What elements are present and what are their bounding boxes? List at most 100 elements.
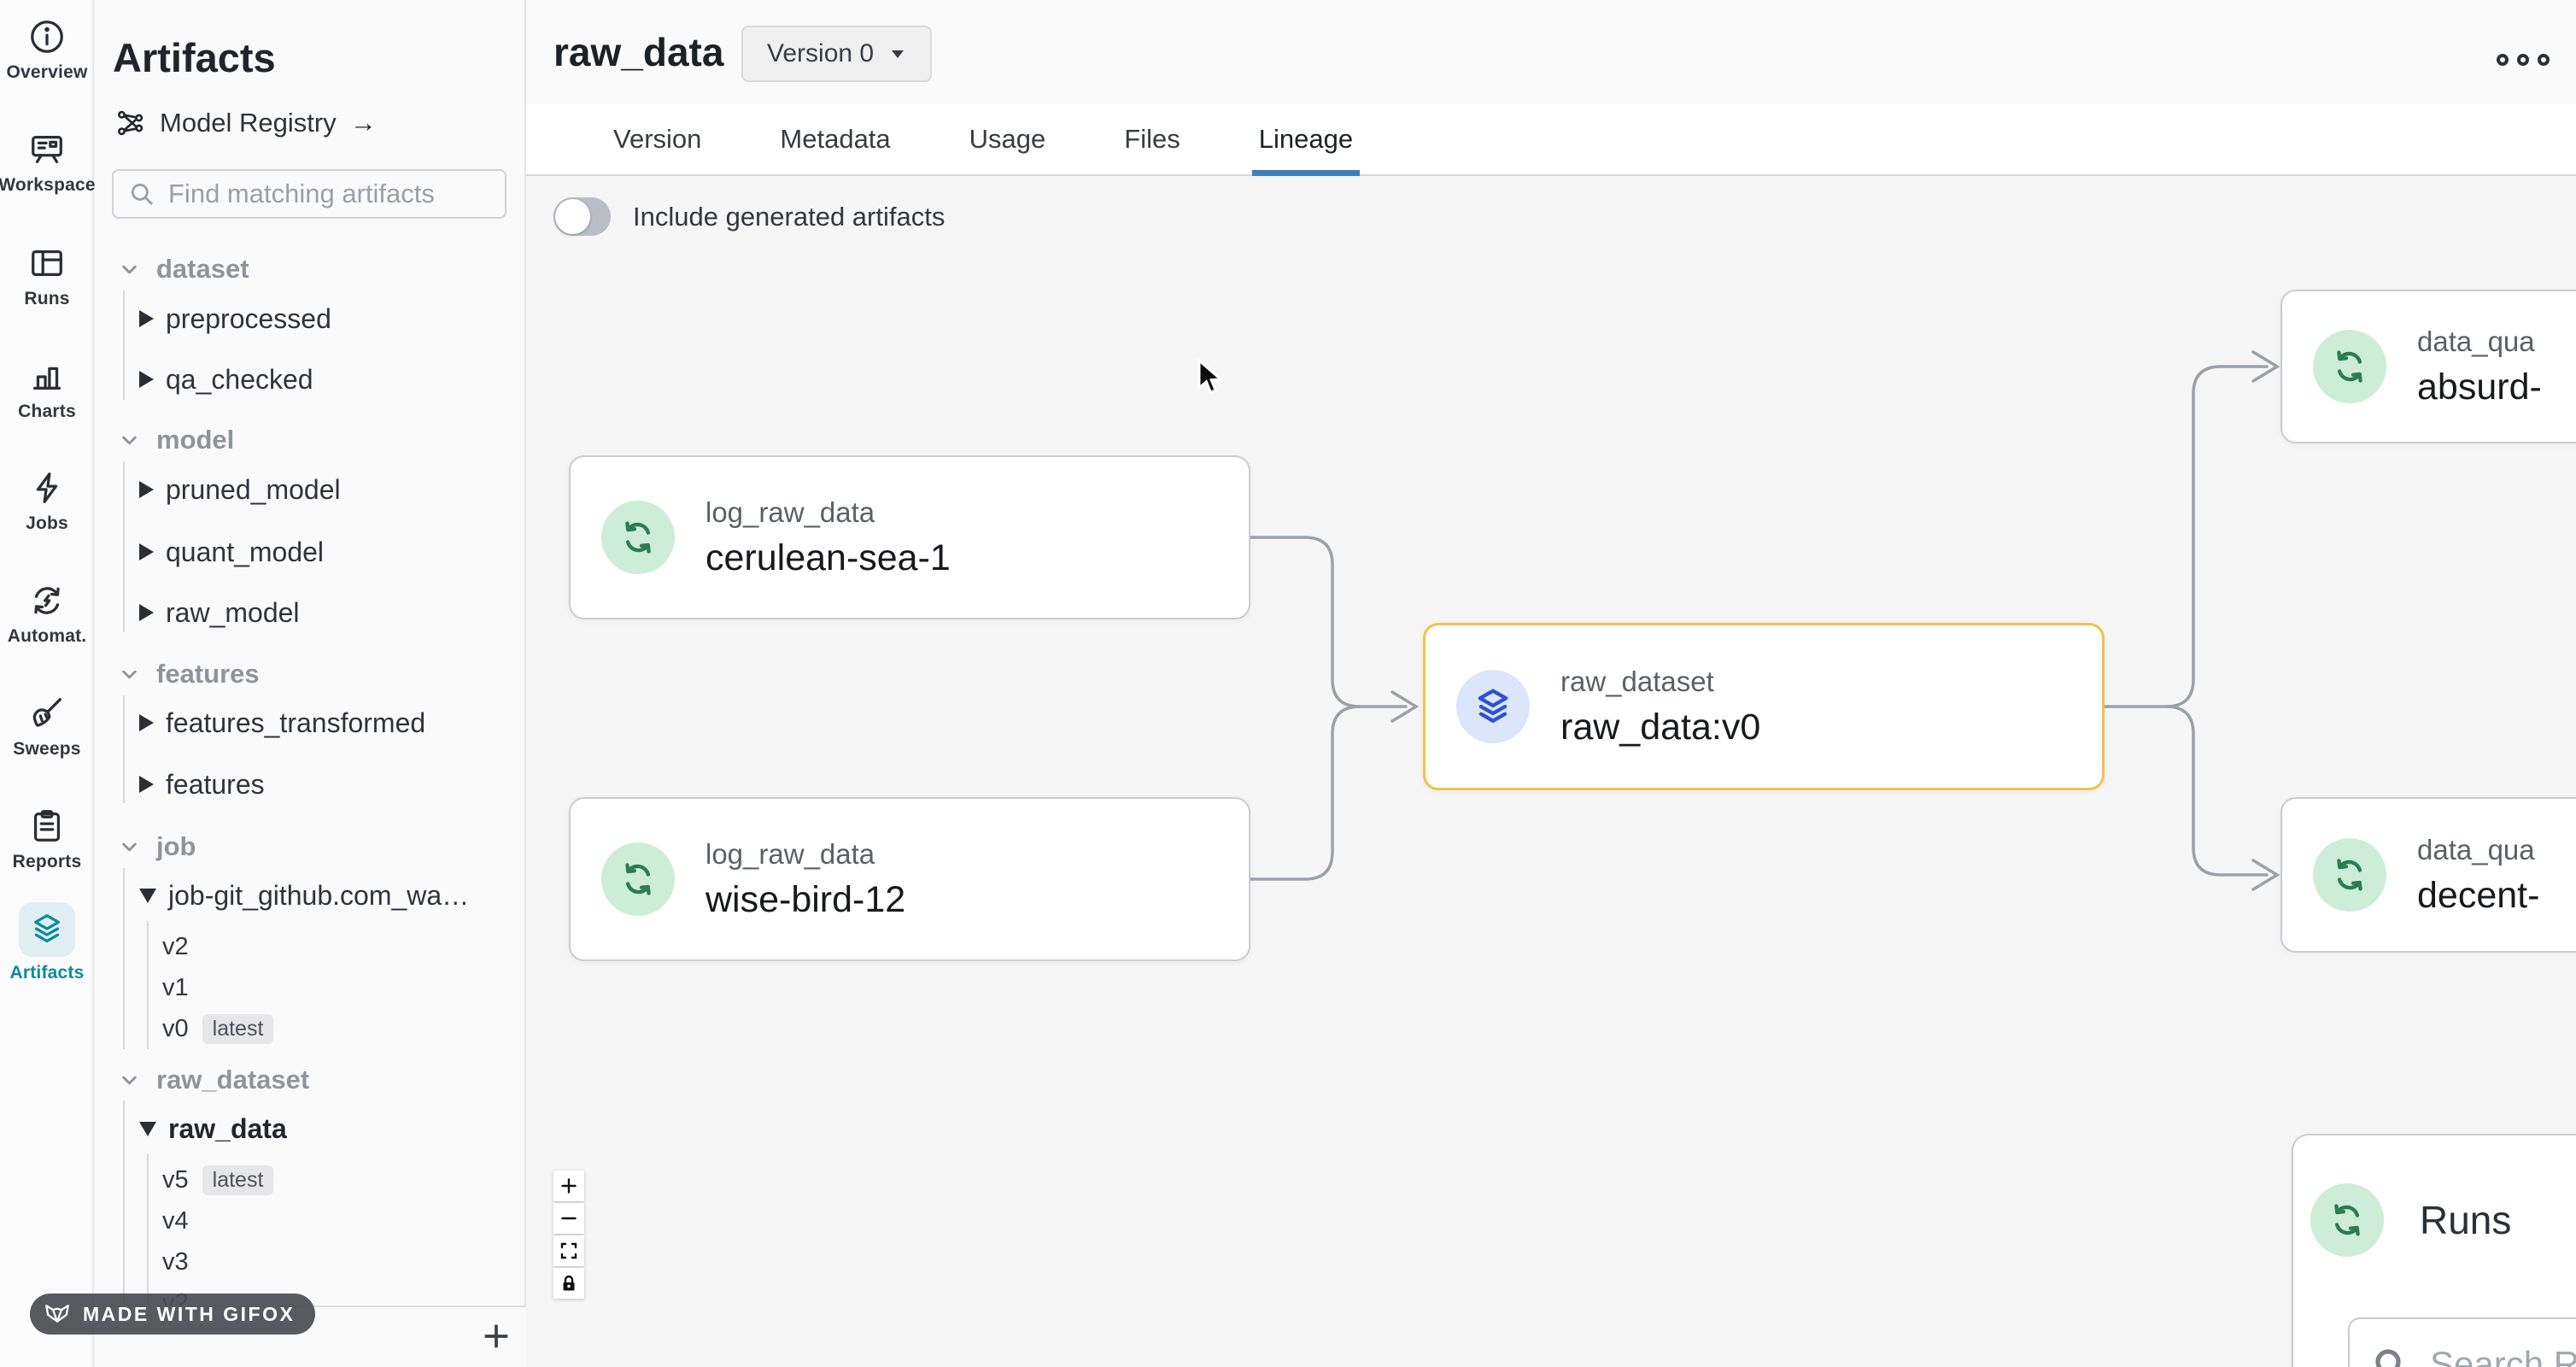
rail-item-label: Artifacts [9,963,85,983]
runs-panel-title: Runs [2420,1198,2512,1242]
node-run-name: decent- [2417,874,2540,916]
runs-table-icon [27,243,67,283]
lineage-node-run-decent[interactable]: data_qua decent- [2280,797,2576,953]
tree-guide-line [123,290,125,400]
rail-item-label: Runs [24,289,70,308]
tree-item-qa-checked[interactable]: qa_checked [139,361,313,398]
lineage-node-artifact-raw-data[interactable]: raw_dataset raw_data:v0 [1423,623,2105,790]
rail-item-label: Overview [6,62,88,82]
lineage-canvas[interactable]: Include generated artifacts log_raw_data… [526,176,2576,1367]
rail-item-artifacts[interactable]: Artifacts [0,902,94,983]
lock-button[interactable] [553,1268,584,1299]
version-item-v3[interactable]: v3 [162,1247,189,1276]
collapsed-caret-icon [139,371,154,388]
tab-lineage[interactable]: Lineage [1251,104,1361,176]
app-icon-rail: Overview Workspace Runs Charts Jobs Auto… [0,0,96,1367]
node-run-name: cerulean-sea-1 [705,537,951,578]
collapsed-caret-icon [139,481,154,498]
rail-item-workspace[interactable]: Workspace [0,130,96,196]
version-select-button[interactable]: Version 0 [741,26,933,82]
model-registry-label: Model Registry [160,108,337,138]
node-artifact-name: raw_data:v0 [1560,706,1761,748]
rail-item-overview[interactable]: Overview [0,17,94,83]
add-artifact-button[interactable] [479,1316,520,1357]
rail-item-automations[interactable]: Automat. [0,581,94,647]
collapsed-caret-icon [139,604,154,621]
rail-item-label: Jobs [26,513,68,533]
tree-item-raw-model[interactable]: raw_model [139,594,300,631]
tab-metadata[interactable]: Metadata [780,124,891,154]
latest-badge: latest [202,1013,274,1044]
tree-item-quant-model[interactable]: quant_model [139,533,324,571]
lineage-node-run-absurd[interactable]: data_qua absurd- [2280,290,2576,443]
tree-group-dataset[interactable]: dataset [118,250,249,288]
rail-item-charts[interactable]: Charts [0,356,94,422]
fit-view-button[interactable] [553,1235,584,1266]
zoom-in-button[interactable] [553,1170,584,1201]
rail-item-label: Automat. [7,626,87,646]
artifact-tabbar: Version Metadata Usage Files Lineage [526,104,2576,176]
rail-item-jobs[interactable]: Jobs [0,468,94,534]
tab-files[interactable]: Files [1124,124,1180,154]
tree-item-preprocessed[interactable]: preprocessed [139,300,331,337]
tree-guide-line [123,695,125,803]
gifox-label: MADE WITH GIFOX [83,1302,296,1325]
chevron-down-icon [122,1076,137,1084]
version-item-v1[interactable]: v1 [162,973,189,1001]
overflow-menu-button[interactable] [2491,38,2556,82]
lineage-node-run-cerulean[interactable]: log_raw_data cerulean-sea-1 [569,455,1250,619]
fit-view-icon [560,1242,577,1259]
fox-icon [42,1299,73,1329]
tab-usage[interactable]: Usage [969,124,1046,154]
tree-guide-line [147,921,149,1049]
search-icon [127,179,156,208]
run-cycle-icon [2313,838,2386,912]
tree-group-features[interactable]: features [118,655,260,693]
tree-group-model[interactable]: model [118,421,234,459]
run-cycle-icon [2310,1183,2384,1257]
runs-search-input[interactable] [2430,1344,2576,1367]
version-item-v0[interactable]: v0 latest [162,1012,274,1046]
artifact-layers-icon [1456,670,1530,743]
version-item-v4[interactable]: v4 [162,1206,189,1235]
arrow-right-icon: → [349,108,377,138]
rail-item-label: Charts [18,402,76,421]
rail-item-runs[interactable]: Runs [0,243,94,309]
node-job-type: data_qua [2417,325,2535,357]
search-input[interactable] [168,179,491,209]
node-job-type: log_raw_data [705,837,875,870]
version-item-v5[interactable]: v5 latest [162,1163,274,1197]
artifact-header: raw_data Version 0 [526,0,2576,104]
lightning-icon [27,468,67,507]
node-job-type: data_qua [2417,833,2535,865]
runs-panel[interactable]: Runs [2292,1134,2576,1367]
run-cycle-icon [601,842,675,916]
tree-item-job-git[interactable]: job-git_github.com_wa… [139,877,469,914]
tree-item-features[interactable]: features [139,766,265,803]
lineage-node-run-wise-bird[interactable]: log_raw_data wise-bird-12 [569,797,1250,961]
meatball-menu-icon [2497,54,2550,66]
tree-item-features-transformed[interactable]: features_transformed [139,704,425,742]
latest-badge: latest [202,1165,274,1195]
layers-icon [19,902,75,957]
artifact-search[interactable] [112,169,506,219]
broom-icon [27,694,67,733]
collapsed-caret-icon [139,776,154,793]
runs-search[interactable] [2348,1317,2576,1367]
version-item-v2[interactable]: v2 [162,932,189,960]
tree-guide-line [147,1153,149,1305]
rail-item-reports[interactable]: Reports [0,807,94,872]
rail-item-sweeps[interactable]: Sweeps [0,694,94,760]
tree-item-raw-data[interactable]: raw_data [139,1110,287,1147]
tree-group-raw-dataset[interactable]: raw_dataset [118,1061,309,1099]
tree-group-job[interactable]: job [118,828,196,865]
model-registry-link[interactable]: Model Registry → [115,108,377,138]
rail-item-label: Workspace [0,175,96,195]
zoom-out-button[interactable] [553,1203,584,1234]
include-generated-artifacts-toggle[interactable] [553,197,611,236]
tree-item-pruned-model[interactable]: pruned_model [139,471,341,508]
sidebar-title: Artifacts [113,35,276,80]
minus-icon [561,1217,577,1220]
tab-version[interactable]: Version [613,124,702,154]
node-run-name: absurd- [2417,366,2542,408]
